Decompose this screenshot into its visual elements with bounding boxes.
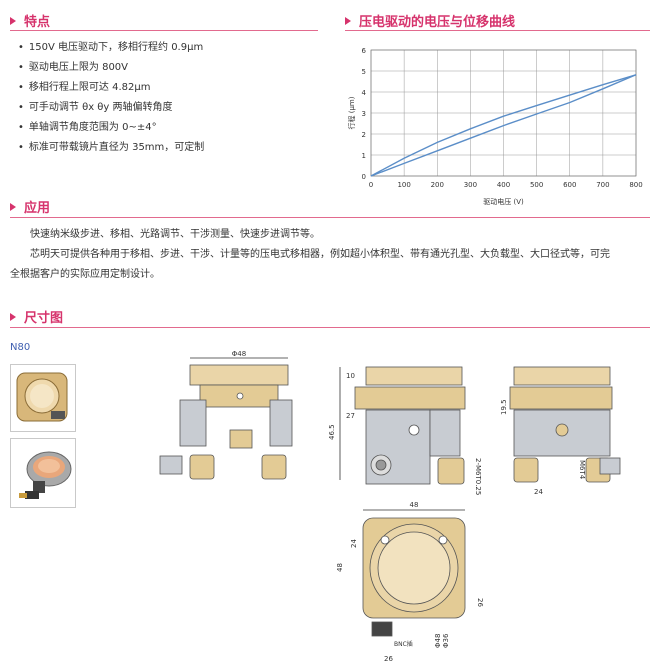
top-dim-h48: 48 (336, 563, 344, 572)
chart-y-tick-label: 2 (362, 131, 366, 139)
dimension-rule (10, 327, 650, 328)
top-dim-d48: Φ48 (434, 634, 442, 648)
triangle-icon (10, 202, 16, 211)
product-photo-top-image (16, 372, 68, 422)
application-line-2: 芯明天可提供各种用于移相、步进、干涉、计量等的压电式移相器，例如超小体积型、带有… (30, 249, 610, 260)
top-dim-bottom26: 26 (384, 655, 393, 663)
right-dim-h: 19.5 (500, 399, 508, 415)
dimension-title: 尺寸图 (10, 307, 63, 326)
list-item: 移相行程上限可达 4.82μm (18, 78, 204, 98)
chart-y-tick-label: 0 (362, 173, 366, 181)
triangle-icon (10, 312, 16, 321)
triangle-icon (345, 16, 351, 25)
top-dim-d36: Φ36 (442, 633, 450, 648)
chart-x-tick-label: 700 (596, 181, 609, 189)
right-view-drawing: 19.5 M6T4 24 (500, 366, 621, 496)
list-item: 150V 电压驱动下，移相行程约 0.9μm (18, 38, 204, 58)
chart-x-tick-label: 800 (629, 181, 642, 189)
chart-y-tick-label: 6 (362, 47, 367, 55)
product-photo-top (10, 364, 76, 432)
chart-series-line (370, 74, 637, 177)
chart-x-axis-label: 驱动电压 (V) (483, 197, 524, 206)
voltage-displacement-chart: 0 1 2 3 4 5 6 0 100 200 300 400 500 600 700 800 驱动电压 (V)… (347, 47, 643, 206)
chart-rule (345, 30, 650, 31)
application-rule (10, 217, 650, 218)
list-item: 标准可带载镜片直径为 35mm，可定制 (18, 138, 204, 158)
chart-x-tick-label: 600 (563, 181, 576, 189)
chart-x-tick-label: 300 (464, 181, 477, 189)
chart-y-axis-label: 行程 (μm) (347, 96, 356, 129)
model-label: N80 (10, 342, 31, 353)
right-dim-w: 24 (534, 488, 543, 496)
application-title-text: 应用 (24, 201, 51, 216)
top-view-drawing: 48 24 48 26 Φ48 Φ36 BNC插 26 (336, 501, 484, 663)
chart-x-tick-label: 100 (397, 181, 410, 189)
side-dim-h3: 46.5 (328, 424, 336, 440)
application-line-1: 快速纳米级步进、移相、光路调节、干涉测量、快速步进调节等。 (30, 229, 320, 240)
chart-y-tick-label: 4 (362, 89, 367, 97)
chart-x-tick-label: 500 (530, 181, 543, 189)
chart-series-line (370, 74, 637, 177)
chart-frame (370, 49, 637, 177)
features-rule (10, 30, 318, 31)
features-title-text: 特点 (24, 15, 51, 30)
list-item: 可手动调节 θx θy 两轴偏转角度 (18, 98, 204, 118)
chart-y-tick-label: 5 (362, 68, 366, 76)
chart-x-tick-label: 400 (497, 181, 510, 189)
chart-title: 压电驱动的电压与位移曲线 (345, 11, 515, 30)
front-view-drawing: Φ48 (159, 350, 293, 480)
chart-y-tick-label: 3 (362, 110, 366, 118)
side-dim-h2: 27 (346, 412, 355, 420)
side-view-drawing: 10 27 46.5 2-M6T0.25 (328, 366, 482, 495)
chart-y-tick-label: 1 (362, 152, 366, 160)
chart-title-text: 压电驱动的电压与位移曲线 (359, 15, 516, 30)
side-dim-thread: 2-M6T0.25 (474, 458, 482, 495)
chart-x-tick-label: 200 (431, 181, 444, 189)
features-list: 150V 电压驱动下，移相行程约 0.9μm 驱动电压上限为 800V 移相行程… (18, 38, 204, 158)
front-dim-width: Φ48 (232, 350, 246, 358)
product-photo-angled (10, 438, 76, 508)
top-dim-bnc: BNC插 (394, 640, 413, 648)
top-dim-r26: 26 (476, 598, 484, 607)
side-dim-h1: 10 (346, 372, 355, 380)
product-photo-angled-image (19, 451, 72, 499)
list-item: 单轴调节角度范围为 0~±4° (18, 118, 204, 138)
chart-x-tick-label: 0 (369, 181, 373, 189)
list-item: 驱动电压上限为 800V (18, 58, 204, 78)
features-title: 特点 (10, 11, 50, 30)
dimension-title-text: 尺寸图 (24, 311, 64, 326)
top-dim-w48: 48 (410, 501, 419, 509)
triangle-icon (10, 16, 16, 25)
top-dim-h24: 24 (350, 539, 358, 548)
right-dim-thread: M6T4 (578, 460, 586, 480)
application-line-3: 全根据客户的实际应用定制设计。 (10, 269, 160, 280)
application-title: 应用 (10, 197, 50, 216)
